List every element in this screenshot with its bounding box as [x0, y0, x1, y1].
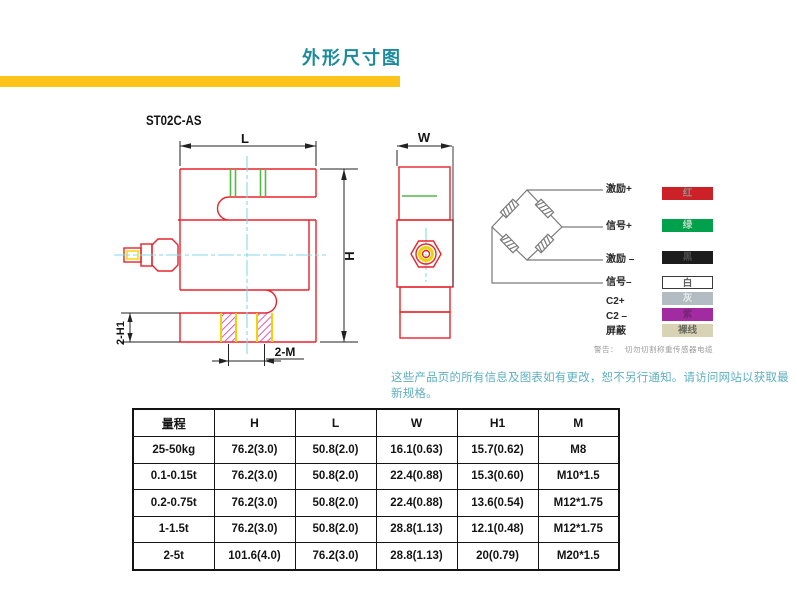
table-cell: 50.8(2.0) [294, 462, 377, 490]
dim-label-W: W [418, 130, 431, 145]
disclaimer-notice: 这些产品页的所有信息及图表如有更改，恕不另行通知。请访问网站以获取最新规格。 [391, 372, 789, 400]
wire-swatch-gray: 灰 [662, 292, 713, 305]
table-row: 2-5t 101.6(4.0) 76.2(3.0) 28.8(1.13) 20(… [132, 542, 620, 570]
table-header-row: 量程 H L W H1 M [132, 408, 620, 437]
wire-swatch-red: 红 [662, 187, 713, 200]
table-cell: 76.2(3.0) [213, 489, 296, 517]
table-cell: M10*1.5 [537, 462, 620, 490]
side-view-thread-ring [418, 246, 434, 262]
col-header-H1: H1 [456, 408, 539, 437]
dim-label-L: L [241, 131, 249, 146]
wire-label-signal-minus: 信号– [606, 277, 632, 288]
wire-swatch-black: 黑 [662, 251, 713, 264]
col-header-W: W [375, 408, 458, 437]
wire-label-c2-minus: C2 – [606, 311, 628, 322]
dimension-H [320, 168, 358, 343]
table-cell: 13.6(0.54) [456, 489, 539, 517]
wire-swatch-purple: 紫 [662, 308, 713, 321]
table-cell: 50.8(2.0) [294, 515, 377, 543]
wire-label-shield: 屏蔽 [606, 326, 626, 337]
table-cell: 15.7(0.62) [456, 436, 539, 464]
table-cell: 0.1-0.15t [132, 462, 215, 490]
table-cell: 76.2(3.0) [213, 436, 296, 464]
table-row: 0.2-0.75t 76.2(3.0) 50.8(2.0) 22.4(0.88)… [132, 489, 620, 517]
col-header-L: L [294, 408, 377, 437]
strain-gauge-resistor [499, 198, 520, 219]
table-cell: 2-5t [132, 542, 215, 570]
dimension-drawing: L H 2-H1 2-M [114, 130, 603, 366]
wire-label-c2-plus: C2+ [606, 296, 625, 307]
centerlines [114, 156, 427, 354]
table-cell: 16.1(0.63) [375, 436, 458, 464]
side-view-outline [396, 166, 454, 339]
col-header-M: M [537, 408, 620, 437]
table-cell: 22.4(0.88) [375, 462, 458, 490]
wire-swatch-white: 白 [662, 276, 713, 289]
bridge-schematic [491, 189, 603, 284]
spec-table: 量程 H L W H1 M 25-50kg 76.2(3.0) 50.8(2.0… [132, 408, 620, 571]
table-cell: 50.8(2.0) [294, 489, 377, 517]
model-name: ST02C-AS [146, 112, 202, 128]
accent-bar [0, 76, 400, 87]
table-cell: M12*1.75 [537, 489, 620, 517]
thread-holes [220, 313, 273, 342]
table-cell: M20*1.5 [537, 542, 620, 570]
wire-label-excitation-plus: 激励+ [606, 184, 632, 195]
wire-label-excitation-minus: 激励 – [606, 254, 635, 265]
table-cell: 101.6(4.0) [213, 542, 296, 570]
dim-label-H: H [342, 251, 357, 260]
table-cell: 25-50kg [132, 436, 215, 464]
wire-swatch-green: 绿 [662, 219, 713, 232]
table-cell: 12.1(0.48) [456, 515, 539, 543]
wire-label-signal-plus: 信号+ [606, 221, 632, 232]
table-cell: 76.2(3.0) [213, 462, 296, 490]
table-cell: 76.2(3.0) [213, 515, 296, 543]
table-cell: 28.8(1.13) [375, 542, 458, 570]
col-header-range: 量程 [132, 408, 215, 437]
table-cell: 28.8(1.13) [375, 515, 458, 543]
warning-prefix: 警告： [594, 345, 618, 354]
strain-gauge-resistor [534, 198, 555, 219]
table-cell: 15.3(0.60) [456, 462, 539, 490]
table-row: 25-50kg 76.2(3.0) 50.8(2.0) 16.1(0.63) 1… [132, 436, 620, 464]
dimension-W [396, 143, 454, 287]
strain-gauge-resistor [534, 233, 555, 254]
wire-swatch-bare: 裸线 [662, 324, 713, 337]
table-cell: 50.8(2.0) [294, 436, 377, 464]
cable-warning: 警告： 切勿切割称重传感器电缆 [594, 344, 713, 355]
warning-text: 切勿切割称重传感器电缆 [625, 345, 713, 354]
page-title: 外形尺寸图 [302, 48, 402, 68]
table-cell: 0.2-0.75t [132, 489, 215, 517]
strain-gauge-resistor [499, 233, 520, 254]
table-row: 1-1.5t 76.2(3.0) 50.8(2.0) 28.8(1.13) 12… [132, 515, 620, 543]
table-cell: 20(0.79) [456, 542, 539, 570]
col-header-H: H [213, 408, 296, 437]
dimension-2H1 [121, 312, 180, 343]
front-view-gauge-marks [229, 169, 267, 196]
table-cell: M12*1.75 [537, 515, 620, 543]
table-cell: 76.2(3.0) [294, 542, 377, 570]
dim-label-2H1: 2-H1 [115, 321, 127, 345]
table-cell: 22.4(0.88) [375, 489, 458, 517]
table-cell: M8 [537, 436, 620, 464]
table-cell: 1-1.5t [132, 515, 215, 543]
dimension-2M [212, 344, 304, 366]
table-row: 0.1-0.15t 76.2(3.0) 50.8(2.0) 22.4(0.88)… [132, 462, 620, 490]
dim-label-2M: 2-M [275, 345, 296, 359]
dimension-L [179, 141, 317, 166]
